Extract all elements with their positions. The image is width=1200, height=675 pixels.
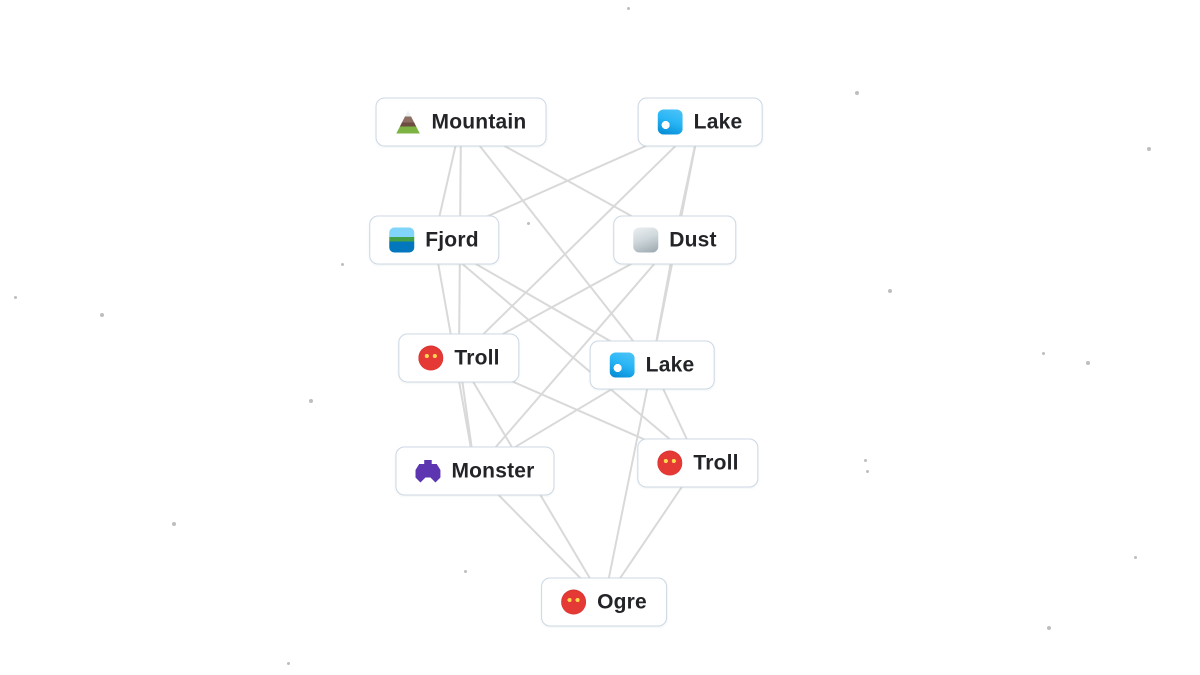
background-particle bbox=[309, 399, 313, 403]
element-card-label: Mountain bbox=[431, 110, 527, 133]
element-card-label: Lake bbox=[645, 353, 695, 376]
mountain-icon bbox=[396, 110, 420, 134]
background-particle bbox=[1134, 556, 1137, 559]
lake-icon bbox=[609, 352, 635, 378]
element-card-label: Troll bbox=[693, 451, 739, 474]
background-particle bbox=[1042, 352, 1045, 355]
background-particle bbox=[1047, 626, 1051, 630]
element-card-label: Monster bbox=[451, 459, 535, 482]
element-card-label: Lake bbox=[693, 110, 743, 133]
background-particle bbox=[464, 570, 467, 573]
background-particle bbox=[14, 296, 17, 299]
element-card-label: Fjord bbox=[425, 228, 479, 251]
element-card-label: Dust bbox=[669, 228, 717, 251]
element-card[interactable]: Troll bbox=[398, 333, 520, 383]
element-card[interactable]: Monster bbox=[395, 446, 555, 496]
background-particle bbox=[864, 459, 867, 462]
background-particle bbox=[287, 662, 290, 665]
background-particle bbox=[855, 91, 859, 95]
background-particle bbox=[888, 289, 892, 293]
background-particle bbox=[1147, 147, 1151, 151]
troll-icon bbox=[657, 450, 683, 476]
element-card[interactable]: Lake bbox=[589, 340, 715, 390]
background-particle bbox=[172, 522, 176, 526]
dust-icon bbox=[633, 227, 659, 253]
element-card[interactable]: Mountain bbox=[375, 97, 547, 147]
element-card-label: Troll bbox=[454, 346, 500, 369]
troll-icon bbox=[418, 345, 444, 371]
element-card[interactable]: Dust bbox=[613, 215, 737, 265]
lake-icon bbox=[657, 109, 683, 135]
troll-icon bbox=[561, 589, 587, 615]
background-particle bbox=[866, 470, 869, 473]
fjord-icon bbox=[389, 227, 415, 253]
background-particle bbox=[627, 7, 630, 10]
background-particle bbox=[100, 313, 104, 317]
monster-icon bbox=[415, 460, 441, 483]
background-particle bbox=[527, 222, 530, 225]
element-card-label: Ogre bbox=[597, 590, 647, 613]
element-card[interactable]: Ogre bbox=[541, 577, 667, 627]
element-card[interactable]: Lake bbox=[637, 97, 763, 147]
element-card[interactable]: Troll bbox=[637, 438, 759, 488]
background-particle bbox=[341, 263, 344, 266]
element-card[interactable]: Fjord bbox=[369, 215, 499, 265]
background-particle bbox=[1086, 361, 1090, 365]
